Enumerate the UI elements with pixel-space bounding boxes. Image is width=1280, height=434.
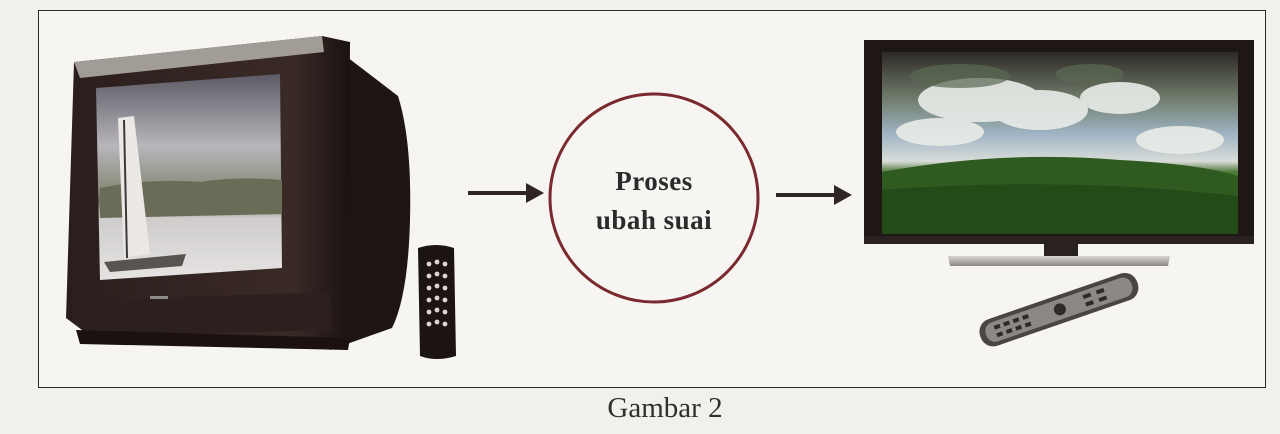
- process-label-line-2: ubah suai: [595, 205, 713, 235]
- arrow-right-icon: [776, 185, 852, 205]
- remote-control-icon: [418, 245, 456, 359]
- process-circle: [548, 92, 760, 304]
- remote-control-icon: [979, 272, 1139, 347]
- process-label-line-1: Proses: [615, 165, 693, 196]
- crt-television-icon: [66, 36, 411, 350]
- process-label: Proses ubah suai: [548, 95, 760, 307]
- arrow-right-icon: [468, 183, 544, 203]
- flat-screen-television-icon: [864, 40, 1254, 266]
- figure-caption: Gambar 2: [607, 392, 723, 424]
